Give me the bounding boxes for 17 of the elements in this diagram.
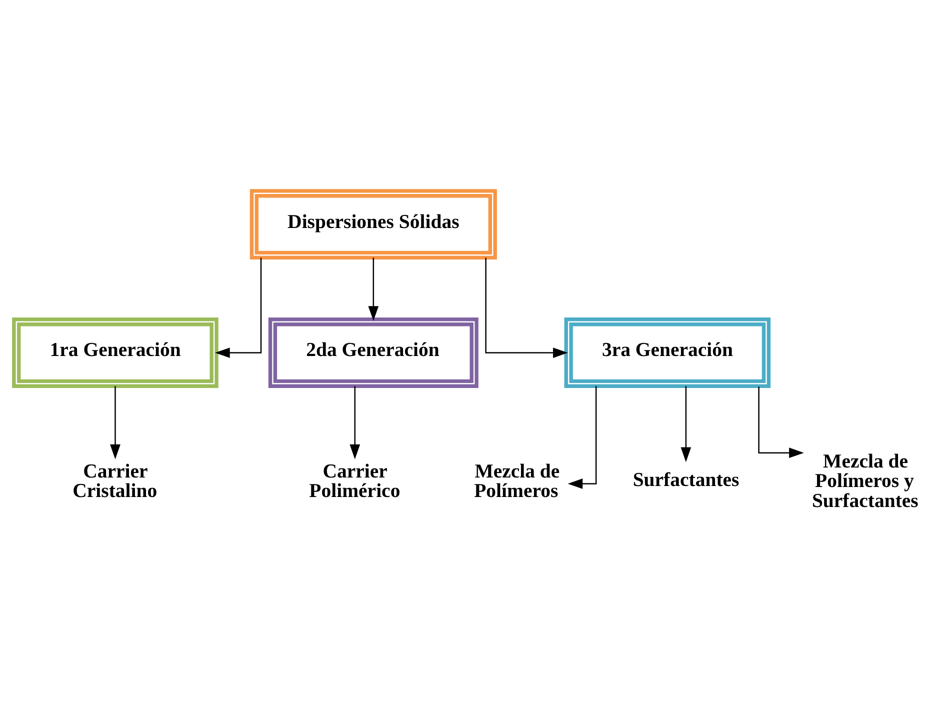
node-text: Surfactantes [632,468,740,491]
arrow [758,386,804,458]
node-text: Mezcla de Polímeros y Surfactantes [812,450,918,512]
arrow [568,386,597,489]
node-text: Carrier Polimérico [309,460,400,502]
node-box: Dispersiones Sólidas [250,189,497,260]
arrow [368,258,379,321]
node-box: 1ra Generación [12,318,218,388]
arrow [680,386,692,462]
node-text: Carrier Cristalino [72,460,158,502]
arrow [350,386,360,460]
node-text: Mezcla de Polímeros [474,460,560,502]
arrow [215,258,262,358]
arrow [110,386,120,460]
arrow [485,258,568,358]
node-box: 2da Generación [268,318,478,388]
node-box: 3ra Generación [564,318,771,388]
